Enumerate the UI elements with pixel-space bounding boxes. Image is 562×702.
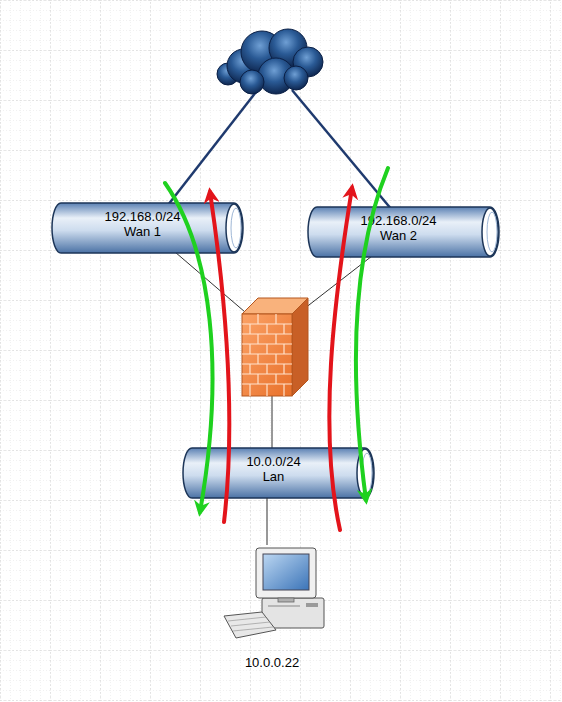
text-group: 192.168.0/24Wan 2 [308,207,499,257]
subnet-address: 192.168.0/24 [105,209,181,224]
red-arrow [329,188,352,530]
green-arrow [356,168,388,500]
computer-node: 10.0.0.22 [217,545,327,670]
connector-line [267,498,268,545]
text-group: 10.0.0/24Lan [183,448,374,498]
segment-name: Lan [263,469,285,484]
cylinder-inner [487,212,497,252]
cylinder-body [183,448,374,498]
cylinder-end [226,204,242,252]
cylinder-body [308,207,499,257]
segment-name: Wan 2 [380,228,417,243]
cylinder-end [482,208,498,256]
red-arrow [210,192,229,522]
cylinder-inner [231,208,241,248]
subnet-address: 10.0.0/24 [246,454,300,469]
network-segment: 10.0.0/24Lan [183,448,374,498]
network-segment: 192.168.0/24Wan 2 [308,207,499,257]
text-group: 10.0.0.22 [217,545,327,670]
wire [168,90,392,210]
computer-symbol [224,548,324,638]
firewall-symbol [242,298,308,396]
segment-name: Wan 1 [124,224,161,239]
green-arrow [165,183,212,512]
cloud-symbol [217,29,323,94]
host-address: 10.0.0.22 [245,655,299,670]
